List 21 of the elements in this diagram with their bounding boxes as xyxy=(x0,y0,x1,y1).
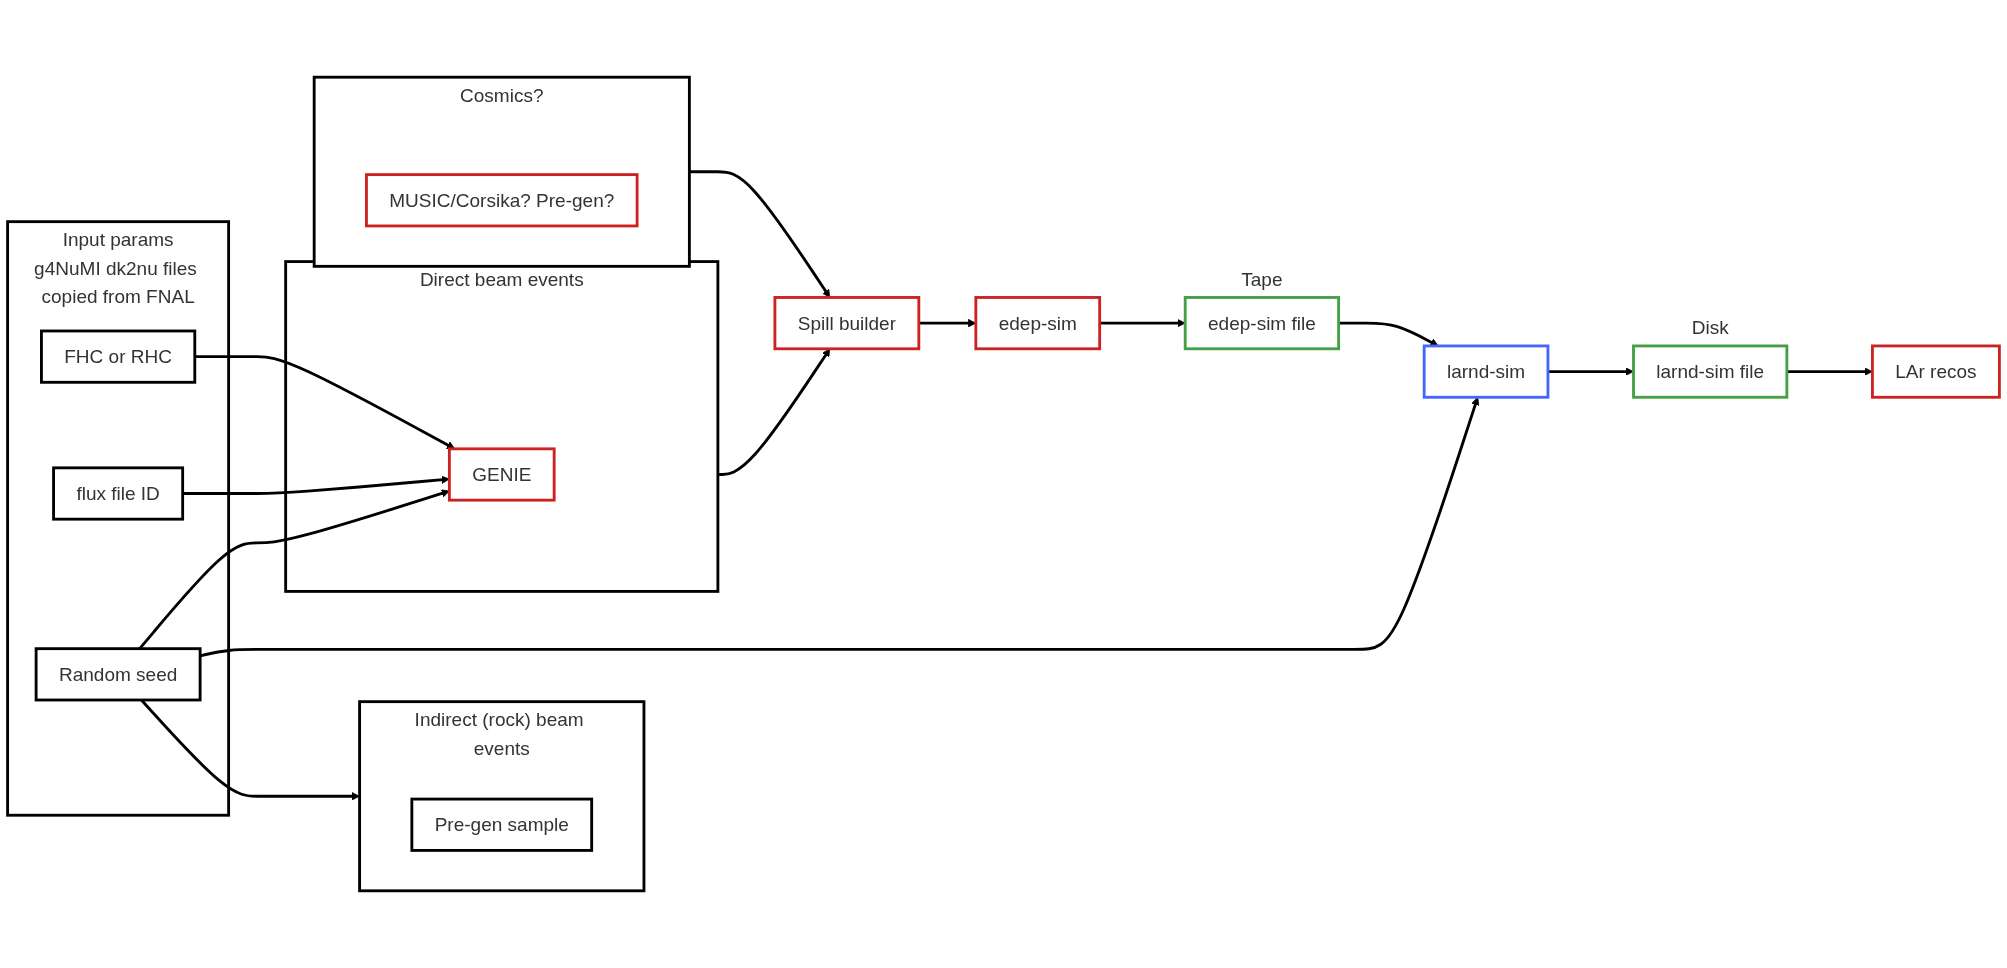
arrow xyxy=(1099,318,1186,328)
arrow xyxy=(689,170,831,298)
node-label: Disk xyxy=(1691,317,1729,339)
node-box: LAr recos xyxy=(1871,344,2001,399)
node-box: Pre-gen sample xyxy=(410,797,594,852)
arrow xyxy=(1786,367,1873,376)
node-box: larnd-sim file xyxy=(1632,344,1789,399)
node-box: flux file ID xyxy=(52,466,185,521)
node-box: GENIE xyxy=(447,447,556,502)
node-box: edep-sim xyxy=(974,296,1102,351)
arrow xyxy=(194,355,456,450)
arrow xyxy=(717,348,831,476)
node-label: Tape xyxy=(1241,268,1283,290)
node-box: Spill builder xyxy=(773,296,921,351)
node-box: MUSIC/Corsika? Pre-gen? xyxy=(365,173,639,228)
arrow xyxy=(1547,367,1634,376)
node-box: larnd-sim xyxy=(1422,344,1550,399)
node-box: edep-sim file xyxy=(1183,296,1341,351)
node-box: Random seed xyxy=(34,647,202,702)
node-box: FHC or RHC xyxy=(40,329,197,384)
arrow xyxy=(182,475,450,495)
